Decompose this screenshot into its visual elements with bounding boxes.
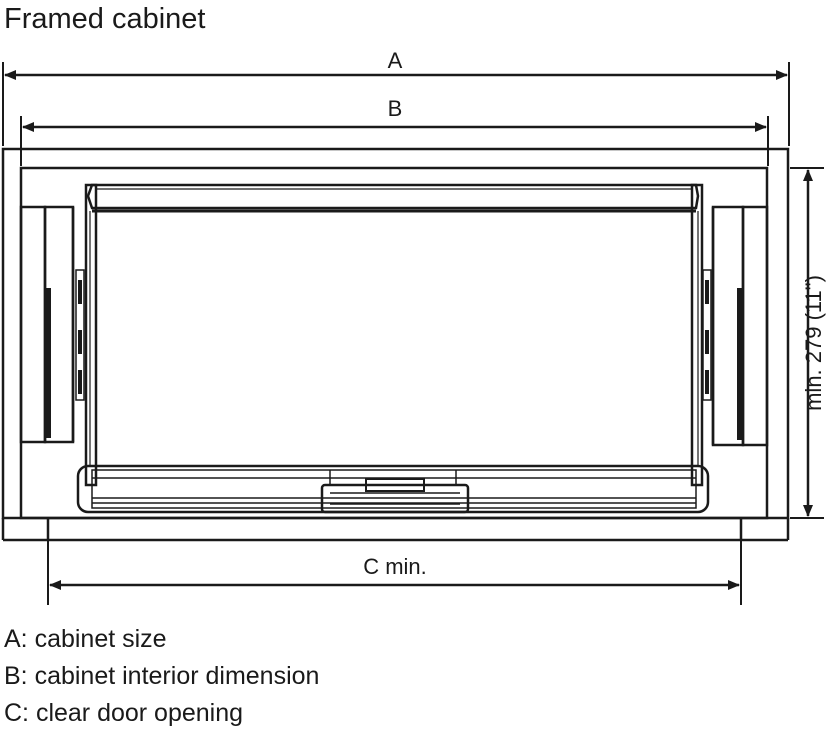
legend-item-b: B: cabinet interior dimension — [4, 662, 320, 690]
dimension-a-label: A — [388, 48, 403, 73]
left-side-panel — [19, 205, 85, 444]
diagram-title: Framed cabinet — [4, 3, 206, 35]
dimension-c-label: C min. — [363, 554, 427, 579]
right-side-panel — [702, 205, 769, 447]
dimension-height-label: min. 279 (11") — [801, 275, 826, 411]
dimension-height: min. 279 (11") — [790, 167, 826, 519]
pullout-unit — [76, 183, 710, 514]
dimension-b-label: B — [388, 96, 403, 121]
legend-item-c: C: clear door opening — [4, 699, 244, 727]
dimension-a: A — [2, 48, 790, 146]
dimension-c: C min. — [47, 540, 742, 605]
dimension-b: B — [20, 96, 769, 166]
legend-item-a: A: cabinet size — [4, 625, 167, 653]
